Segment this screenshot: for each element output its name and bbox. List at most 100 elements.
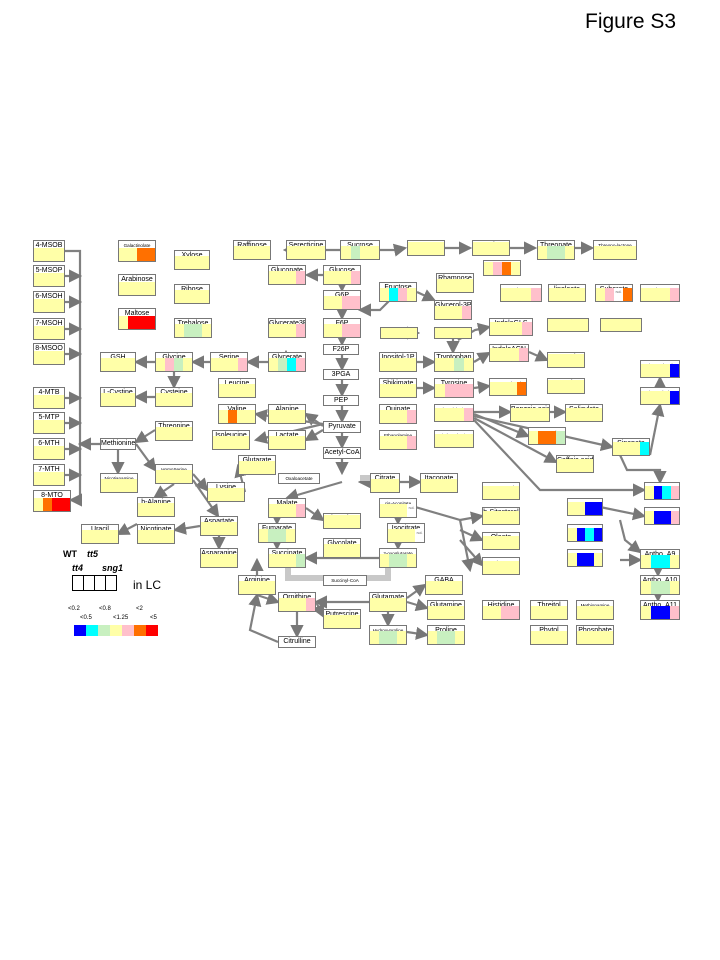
- metabolite-node-suberate: Suberate: [595, 284, 633, 302]
- fold-change-bar: [287, 246, 325, 259]
- metabolite-node-glycerol-3p: Glycerol-3P: [434, 300, 472, 320]
- fold-change-cell: [444, 581, 453, 594]
- metabolite-node-antho_a9: Antho_A9: [640, 549, 680, 569]
- fold-change-cell: [397, 631, 406, 644]
- fold-change-cell: [342, 515, 351, 528]
- fold-change-cell: [91, 530, 100, 543]
- metabolite-name: Citrate: [371, 474, 399, 484]
- fold-change-cell: [650, 288, 660, 301]
- fold-change-cell: [34, 248, 42, 261]
- metabolite-name: F6P: [324, 319, 360, 329]
- fold-change-cell: [269, 324, 278, 337]
- fold-change-bar: [381, 328, 417, 338]
- metabolite-node-aspartate: Aspartate: [200, 516, 238, 536]
- metabolite-name: Ribose: [175, 285, 209, 295]
- fold-change-cell: [601, 319, 611, 331]
- fold-change-bar: [613, 442, 649, 455]
- fold-change-cell: [183, 290, 192, 303]
- metabolite-node-xylose: Xylose: [174, 250, 210, 270]
- fold-change-cell: [483, 606, 492, 619]
- fold-change-bar: [175, 324, 211, 337]
- metabolite-name: Phosphate: [577, 626, 613, 636]
- fold-change-cell: [41, 273, 49, 286]
- fold-change-bar: [119, 282, 155, 295]
- fold-change-cell: [296, 324, 305, 337]
- fold-change-cell: [56, 420, 64, 433]
- metabolite-name: Putrescine: [324, 610, 360, 620]
- fold-change-cell: [389, 384, 398, 397]
- fold-change-cell: [41, 248, 49, 261]
- fold-change-cell: [110, 479, 119, 492]
- fold-change-cell: [578, 319, 588, 331]
- metabolite-node-g6p: G6P: [323, 290, 361, 310]
- metabolite-name: G6P: [324, 291, 360, 301]
- fold-change-bar: [213, 436, 249, 449]
- fold-change-bar: [435, 408, 473, 421]
- fold-change-cell: [435, 384, 445, 397]
- metabolite-name: Glucose: [324, 266, 360, 276]
- metabolite-node-fumarate: Fumarate: [258, 523, 296, 543]
- metabolite-node-indoleacn: IndoleACN: [489, 344, 529, 362]
- fold-change-cell: [49, 326, 57, 339]
- fold-change-bar: [34, 472, 64, 485]
- metabolite-node-4-msob: 4-MSOB: [33, 240, 65, 262]
- fold-change-cell: [248, 581, 257, 594]
- pathway-arrow: [459, 539, 484, 567]
- fold-change-cell: [175, 324, 184, 337]
- fold-change-cell: [575, 354, 584, 367]
- metabolite-name: Threitol: [531, 601, 567, 611]
- pathway-arrow: [406, 583, 427, 599]
- fold-change-bar: [341, 246, 379, 259]
- fold-change-bar: [269, 410, 305, 423]
- fold-change-cell: [228, 522, 237, 535]
- metabolite-node-tyrosine: Tyrosine: [434, 378, 474, 398]
- fold-change-cell: [501, 486, 510, 499]
- metabolite-name: Methionamine: [577, 601, 613, 611]
- fold-change-cell: [192, 256, 201, 269]
- fold-change-cell: [277, 529, 286, 542]
- fold-change-cell: [41, 446, 49, 459]
- fold-change-cell: [547, 431, 556, 444]
- fold-change-cell: [493, 262, 502, 275]
- fold-change-cell: [109, 358, 118, 371]
- metabolite-name: Glycine: [156, 353, 192, 363]
- fold-change-bar: [511, 408, 549, 421]
- pathway-arrow: [599, 505, 647, 521]
- fold-change-bar: [201, 522, 237, 535]
- fold-change-bar: [269, 271, 305, 284]
- metabolite-name: 8-MSOO: [35, 345, 63, 352]
- fold-change-cell: [200, 256, 209, 269]
- fold-change-cell: [500, 322, 511, 335]
- fold-change-cell: [388, 529, 397, 542]
- fold-change-cell: [183, 393, 192, 406]
- pathway-arrow: [459, 528, 485, 542]
- fold-change-cell: [147, 530, 156, 543]
- fold-change-bar: [380, 358, 416, 371]
- fold-change-cell: [119, 316, 128, 329]
- fold-change-cell: [510, 536, 519, 549]
- fold-change-cell: [49, 472, 57, 485]
- fold-change-cell: [510, 606, 519, 619]
- fold-change-cell: [621, 319, 631, 331]
- fold-change-bar: [175, 290, 209, 303]
- metabolite-node-caffeic: Caffeic acid: [556, 455, 594, 473]
- fold-change-cell: [360, 246, 370, 259]
- pathway-arrow: [473, 380, 492, 394]
- legend-genotype-boxes: [72, 575, 117, 591]
- fold-change-cell: [568, 502, 577, 515]
- fold-change-cell: [202, 324, 211, 337]
- fold-change-cell: [278, 410, 287, 423]
- fold-change-cell: [501, 288, 511, 301]
- metabolite-name: Fumarate: [259, 524, 295, 534]
- fold-change-bar: [324, 271, 360, 284]
- metabolite-node-alanine: Alanine: [268, 404, 306, 424]
- fold-change-bar: [566, 408, 602, 421]
- fold-change-cell: [407, 358, 416, 371]
- metabolite-name: 8-MTO: [41, 492, 63, 499]
- metabolite-name: Valine: [219, 405, 255, 415]
- fold-change-bar: [484, 262, 520, 275]
- fold-change-cell: [306, 246, 316, 259]
- fold-change-cell: [118, 393, 127, 406]
- fold-change-cell: [342, 296, 351, 309]
- metabolite-name: Itaconate: [421, 474, 457, 484]
